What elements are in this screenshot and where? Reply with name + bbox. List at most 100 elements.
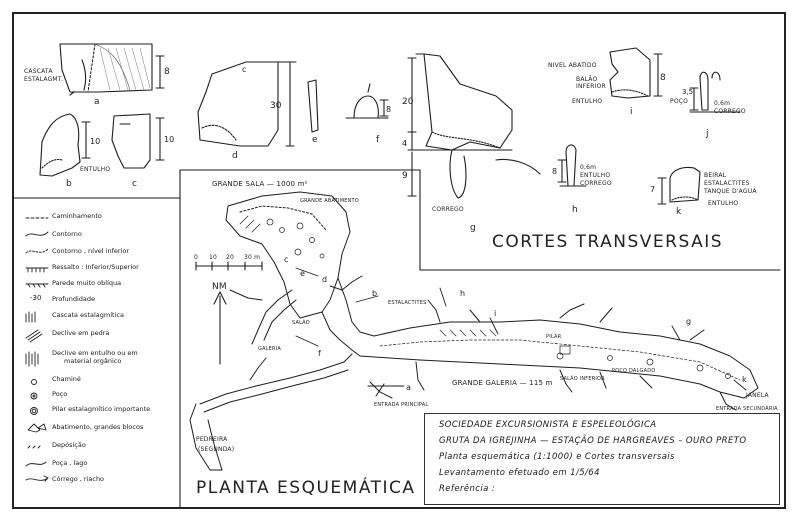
section-c-dim: 10 — [164, 135, 174, 144]
plan-blocks — [239, 215, 731, 379]
scale-bar-graphic — [195, 261, 263, 271]
legend-label: Caminhamento — [52, 212, 102, 220]
section-g-label-0: CORREGO — [432, 206, 464, 213]
section-h-dim: 8 — [552, 167, 557, 176]
blocks-icon — [24, 424, 48, 434]
section-j-letter: j — [705, 129, 709, 139]
plan-marker-f: f — [318, 349, 321, 358]
section-a-drawing — [59, 43, 165, 96]
legend-item-well: Poço — [24, 389, 189, 403]
legend-label: Depósição — [52, 441, 86, 449]
legend-item-oblique: Parede muito oblíqua — [24, 278, 189, 292]
legend-item-blocks: Abatimento, grandes blocos — [24, 422, 189, 436]
title-block-description: Planta esquemática (1:1000) e Cortes tra… — [439, 452, 675, 462]
section-i-label-0: NIVEL ABATIDO — [548, 62, 597, 69]
plan-marker-c: c — [284, 255, 288, 264]
legend-label: Profundidade — [52, 295, 96, 303]
legend-label: Pilar estalagmítico importante — [52, 405, 151, 413]
legend-item-slope-rock: Declive em pedra — [24, 328, 189, 342]
legend-symbols — [25, 217, 49, 482]
step-icon — [24, 264, 48, 274]
map-label-estalactites: ESTALACTITES — [388, 300, 427, 306]
section-i-letter: i — [630, 107, 633, 117]
map-label-entrada-secundaria: ENTRADA SECUNDÁRIA — [716, 406, 778, 412]
deposit-icon — [24, 442, 48, 452]
plan-marker-h: h — [460, 289, 465, 298]
north-label: NM — [212, 282, 227, 292]
legend-item-cascade: Cascata estalagmítica — [24, 310, 189, 324]
cortes-title: CORTES TRANSVERSAIS — [492, 232, 724, 252]
legend-item-stream: Córrego , riacho — [24, 474, 189, 488]
scale-tick-30: 30 m — [244, 254, 261, 261]
section-b-letter: b — [66, 179, 72, 189]
section-k-label-1: ESTALACTITES — [704, 180, 750, 187]
map-label-galeria: GALERIA — [258, 346, 282, 352]
cascade-icon — [24, 312, 48, 322]
legend-label: Contorno , nível inferior — [52, 247, 129, 255]
section-j-label-0: POÇO — [670, 98, 689, 105]
legend-label: Ressalto : Inferior/Superior — [52, 263, 139, 271]
plan-marker-i: i — [494, 309, 496, 318]
section-i-drawing — [609, 47, 663, 99]
title-block-reference: Referência : — [439, 484, 496, 494]
legend-item-chimney: Chaminé — [24, 374, 189, 388]
oblique-icon — [24, 280, 48, 290]
section-j-drawing — [689, 71, 741, 113]
legend-item-contour: Contorno — [24, 229, 189, 243]
dash-icon — [24, 213, 48, 223]
section-c-letter: c — [132, 179, 137, 189]
pedreira-sub-label: (SEGUNDA) — [198, 446, 235, 453]
section-j-label-1: 0,6m — [714, 100, 731, 107]
slope-rock-icon — [24, 330, 48, 340]
legend-item-contour-lower: Contorno , nível inferior — [24, 246, 189, 260]
planta-title: PLANTA ESQUEMÁTICA — [196, 478, 416, 498]
section-g-dim-1: 4 — [402, 139, 407, 148]
section-k-label-3: ENTULHO — [708, 200, 739, 207]
section-g-dim-0: 20 — [402, 97, 414, 107]
legend-label: Cascata estalagmítica — [52, 311, 124, 319]
section-f-letter: f — [376, 135, 380, 145]
section-k-label-0: BEIRAL — [704, 172, 727, 179]
section-i-label-3: ENTULHO — [572, 98, 603, 105]
legend-label: Declive em entulho ou em — [52, 349, 138, 357]
map-label-salao: SALÃO — [292, 320, 310, 326]
section-i-dim: 8 — [660, 73, 666, 83]
legend-label: Declive em pedra — [52, 329, 110, 337]
plan-marker-d: d — [322, 275, 327, 284]
scale-tick-0: 0 — [194, 254, 199, 261]
section-b-label-0: ENTULHO — [80, 166, 111, 173]
grande-galeria-label: GRANDE GALERIA — 115 m — [452, 379, 553, 387]
section-d-letter: d — [232, 151, 238, 161]
map-label-janela: JANELA — [746, 392, 769, 399]
section-b-drawing — [39, 113, 91, 177]
cave-plan-outline — [189, 191, 759, 471]
section-h-label-0: 0,6m — [580, 164, 597, 171]
section-g-letter: g — [470, 223, 476, 233]
section-f-drawing — [345, 83, 389, 119]
section-e-drawing — [307, 79, 319, 133]
section-k-letter: k — [676, 207, 682, 217]
plan-marker-k: k — [742, 375, 747, 384]
section-a-letter: a — [94, 97, 100, 107]
legend-item-deposit: Depósição — [24, 440, 189, 454]
legend-item-dash: Caminhamento — [24, 211, 189, 225]
section-a-label-1: ESTALAGMT. — [24, 76, 64, 83]
legend-item-step: Ressalto : Inferior/Superior — [24, 262, 189, 276]
section-d-top: c — [242, 65, 246, 74]
legend-item-pillar: Pilar estalagmítico importante — [24, 404, 189, 418]
map-label-poco-dalgado: POÇO DALGADO — [612, 368, 656, 374]
legend-item-pool: Poça , lago — [24, 458, 189, 472]
section-g-drawing — [407, 53, 541, 199]
chimney-icon — [24, 376, 48, 386]
section-e-letter: e — [312, 135, 318, 145]
contour-icon — [24, 231, 48, 241]
scale-tick-10: 10 — [209, 254, 218, 261]
section-k-label-2: TANQUE D'AGUA — [704, 188, 757, 195]
section-i-label-1: BALÃO — [576, 76, 598, 83]
well-icon — [24, 391, 48, 401]
map-label-grande-abatimento: GRANDE ABATIMENTO — [300, 198, 359, 204]
section-f-dim: 8 — [386, 105, 391, 114]
